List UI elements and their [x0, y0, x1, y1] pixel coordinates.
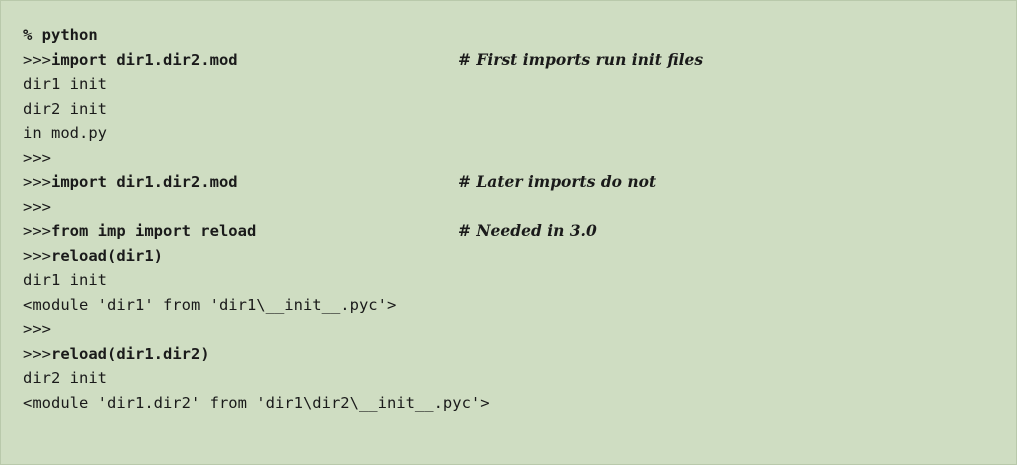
line-output: in mod.py — [23, 124, 107, 142]
line-command: from imp import reload — [51, 222, 257, 240]
line-prompt: >>> — [23, 197, 51, 216]
code-line: <module 'dir1.dir2' from 'dir1\dir2\__in… — [23, 391, 1003, 416]
code-line: dir1 init — [23, 72, 1003, 97]
line-prompt: >>> — [23, 173, 51, 191]
code-line: >>> — [23, 317, 1003, 342]
code-line: >>>import dir1.dir2.mod # Later imports d… — [23, 170, 1003, 195]
code-line: in mod.py — [23, 121, 1003, 146]
line-output: dir2 init — [23, 369, 107, 387]
line-command: reload(dir1.dir2) — [51, 344, 210, 363]
line-comment: # First imports run init files — [458, 49, 704, 69]
code-line: >>>from imp import reload # Needed in 3.0 — [23, 219, 1003, 244]
line-prompt: >>> — [23, 246, 51, 265]
line-command: import dir1.dir2.mod — [51, 173, 238, 191]
code-line: >>> — [23, 195, 1003, 220]
code-line: dir2 init — [23, 97, 1003, 122]
line-output: dir1 init — [23, 75, 107, 93]
line-command: import dir1.dir2.mod — [51, 50, 238, 69]
code-line: dir2 init — [23, 366, 1003, 391]
line-prompt: >>> — [23, 222, 51, 240]
line-comment: # Needed in 3.0 — [458, 221, 597, 240]
code-line: >>>reload(dir1) — [23, 244, 1003, 269]
line-comment: # Later imports do not — [458, 172, 657, 191]
line-command: reload(dir1) — [51, 246, 163, 265]
line-command: % python — [23, 26, 98, 44]
line-prompt: >>> — [23, 344, 51, 363]
code-line: dir1 init — [23, 268, 1003, 293]
code-line: >>> — [23, 146, 1003, 171]
code-line: >>>reload(dir1.dir2) — [23, 342, 1003, 367]
code-line: % python — [23, 23, 1003, 48]
code-block: % python >>>import dir1.dir2.mod# First … — [23, 23, 1003, 415]
line-prompt: >>> — [23, 50, 51, 69]
code-line: <module 'dir1' from 'dir1\__init__.pyc'> — [23, 293, 1003, 318]
line-output: <module 'dir1' from 'dir1\__init__.pyc'> — [23, 295, 397, 314]
code-line: >>>import dir1.dir2.mod # First imports r… — [23, 48, 1003, 73]
line-output: <module 'dir1.dir2' from 'dir1\dir2\__in… — [23, 393, 490, 412]
line-prompt: >>> — [23, 320, 51, 338]
line-prompt: >>> — [23, 148, 51, 167]
line-output: dir2 init — [23, 99, 107, 118]
line-output: dir1 init — [23, 271, 107, 289]
